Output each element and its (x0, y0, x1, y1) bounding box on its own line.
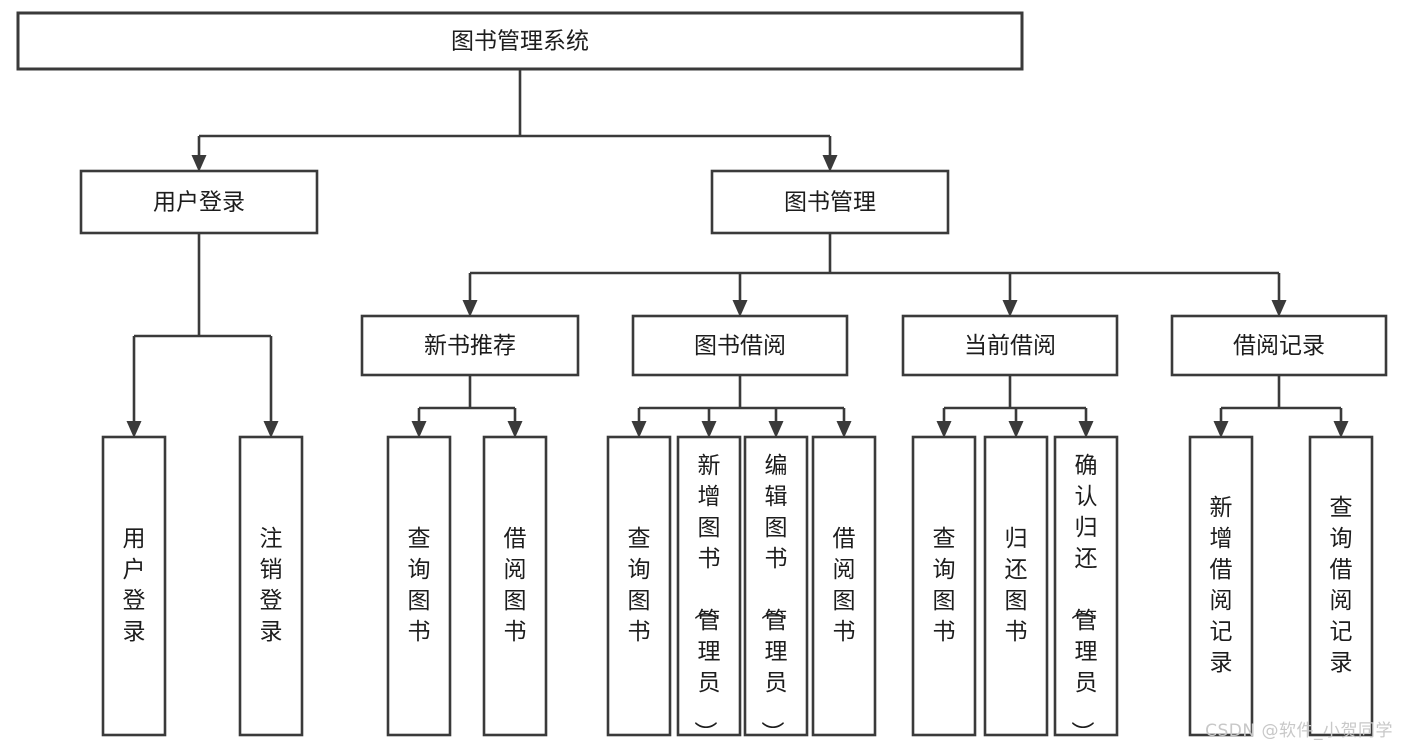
node-label: 新书推荐 (424, 333, 516, 359)
node-book-borrow[interactable]: 图书借阅 (631, 314, 849, 377)
node-box (386, 435, 452, 737)
node-label-vertical: 借阅图书 (833, 526, 856, 645)
node-borrow-record[interactable]: 借阅记录 (1170, 314, 1388, 377)
node-box (676, 435, 742, 737)
node-new-book-recommend[interactable]: 新书推荐 (360, 314, 580, 377)
node-leaf-confirm-return[interactable]: 确认归还（管理员） (1053, 435, 1119, 744)
arrow-head-icon (631, 421, 647, 438)
node-label-vertical: 查询图书 (933, 526, 956, 645)
node-box (238, 435, 304, 737)
arrow-head-icon (936, 421, 952, 438)
node-label-vertical: 新增图书（管理员） (692, 453, 721, 744)
node-box (983, 435, 1049, 737)
node-leaf-query-book-borrow[interactable]: 查询图书 (606, 435, 672, 737)
node-label: 图书借阅 (694, 333, 786, 359)
node-book-manage[interactable]: 图书管理 (710, 169, 950, 235)
arrow-head-icon (1002, 300, 1018, 317)
node-leaf-add-record[interactable]: 新增借阅记录 (1188, 435, 1254, 737)
node-box (101, 435, 167, 737)
connectors-layer (126, 69, 1349, 438)
arrow-head-icon (1008, 421, 1024, 438)
node-current-borrow[interactable]: 当前借阅 (901, 314, 1119, 377)
node-label: 图书管理 (784, 190, 876, 216)
arrow-head-icon (191, 155, 207, 172)
arrow-head-icon (411, 421, 427, 438)
node-root[interactable]: 图书管理系统 (16, 11, 1024, 71)
arrow-head-icon (836, 421, 852, 438)
node-label-vertical: 新增借阅记录 (1210, 495, 1233, 676)
node-leaf-query-record[interactable]: 查询借阅记录 (1308, 435, 1374, 737)
node-box (911, 435, 977, 737)
node-box (901, 314, 1119, 377)
nodes-layer: 图书管理系统用户登录图书管理新书推荐图书借阅当前借阅借阅记录用户登录注销登录查询… (16, 11, 1388, 744)
node-label-vertical: 查询图书 (628, 526, 651, 645)
arrow-head-icon (768, 421, 784, 438)
arrow-head-icon (1078, 421, 1094, 438)
arrow-head-icon (822, 155, 838, 172)
arrow-head-icon (1271, 300, 1287, 317)
node-leaf-edit-book[interactable]: 编辑图书（管理员） (743, 435, 809, 744)
node-box (79, 169, 319, 235)
node-box (743, 435, 809, 737)
arrow-head-icon (462, 300, 478, 317)
node-label-vertical: 用户登录 (123, 526, 146, 645)
node-label-vertical: 查询借阅记录 (1330, 495, 1353, 676)
node-box (1308, 435, 1374, 737)
node-box (606, 435, 672, 737)
node-leaf-return-book[interactable]: 归还图书 (983, 435, 1049, 737)
csdn-watermark: CSDN @软件_小贺同学 (1205, 721, 1393, 741)
arrow-head-icon (126, 421, 142, 438)
node-label: 借阅记录 (1233, 333, 1325, 359)
node-box (631, 314, 849, 377)
node-leaf-add-book[interactable]: 新增图书（管理员） (676, 435, 742, 744)
node-label-vertical: 注销登录 (260, 526, 283, 645)
node-leaf-logout-login[interactable]: 注销登录 (238, 435, 304, 737)
arrow-head-icon (701, 421, 717, 438)
node-box (360, 314, 580, 377)
node-label-vertical: 归还图书 (1005, 526, 1028, 645)
node-label: 图书管理系统 (451, 29, 589, 55)
arrow-head-icon (732, 300, 748, 317)
node-leaf-user-login[interactable]: 用户登录 (101, 435, 167, 737)
node-box (1170, 314, 1388, 377)
node-box (710, 169, 950, 235)
node-label-vertical: 借阅图书 (504, 526, 527, 645)
node-label-vertical: 编辑图书（管理员） (759, 453, 788, 744)
node-leaf-query-book-cur[interactable]: 查询图书 (911, 435, 977, 737)
arrow-head-icon (1333, 421, 1349, 438)
node-label: 当前借阅 (964, 333, 1056, 359)
node-box (482, 435, 548, 737)
node-label-vertical: 确认归还（管理员） (1069, 453, 1098, 744)
node-leaf-borrow-book[interactable]: 借阅图书 (811, 435, 877, 737)
node-label: 用户登录 (153, 190, 245, 216)
node-label-vertical: 查询图书 (408, 526, 431, 645)
node-leaf-borrow-book-rec[interactable]: 借阅图书 (482, 435, 548, 737)
node-box (811, 435, 877, 737)
node-box (16, 11, 1024, 71)
node-box (1053, 435, 1119, 737)
arrow-head-icon (507, 421, 523, 438)
node-leaf-query-book-rec[interactable]: 查询图书 (386, 435, 452, 737)
node-box (1188, 435, 1254, 737)
arrow-head-icon (1213, 421, 1229, 438)
node-user-login[interactable]: 用户登录 (79, 169, 319, 235)
arrow-head-icon (263, 421, 279, 438)
